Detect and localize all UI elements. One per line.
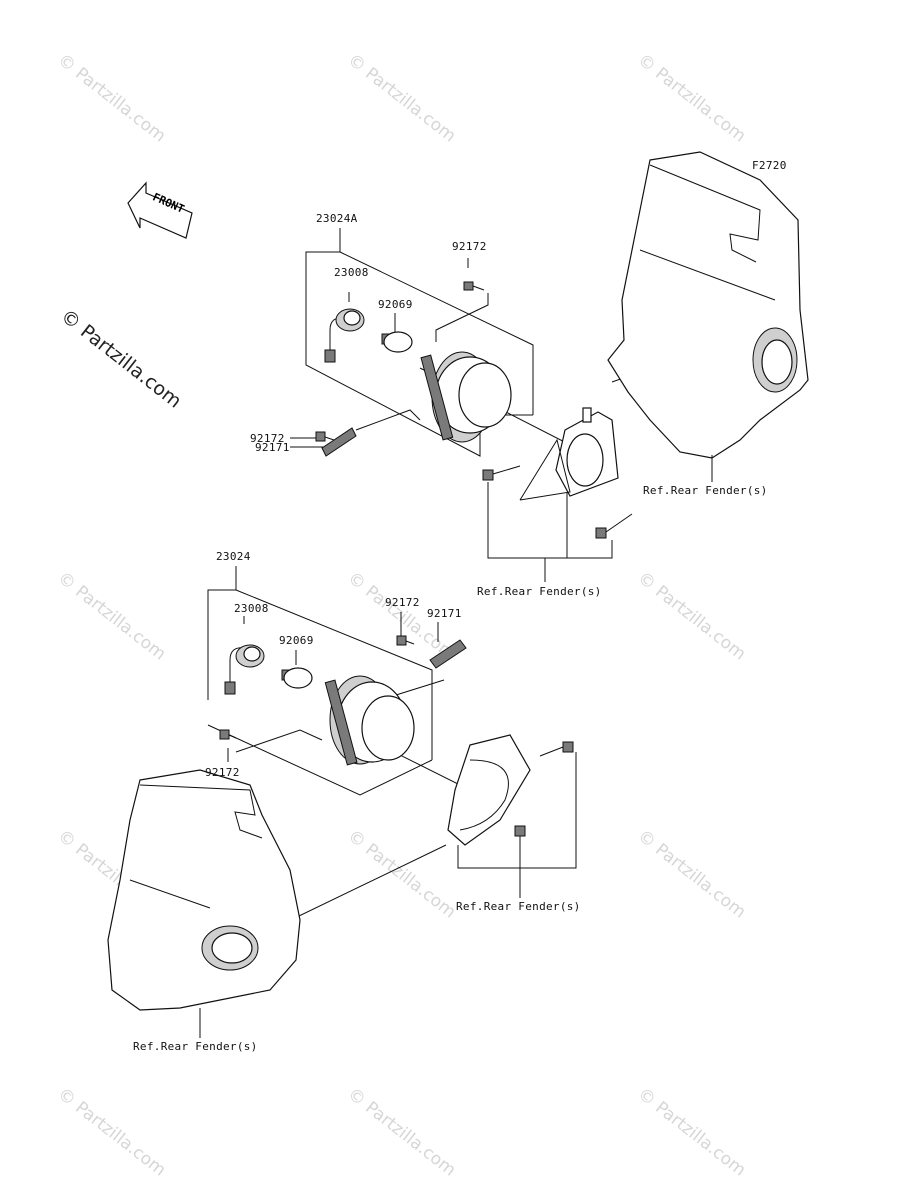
label-upper-plate: 92171 <box>255 441 290 454</box>
upper-callout-frame <box>290 228 761 457</box>
lower-lamp-housing <box>324 675 415 766</box>
diagram-code: F2720 <box>752 159 787 172</box>
lower-mount-bracket <box>447 734 577 898</box>
label-lower-ref-fender-bottom: Ref.Rear Fender(s) <box>133 1040 258 1053</box>
lower-screw-top <box>396 635 415 646</box>
label-lower-ref-fender-mid: Ref.Rear Fender(s) <box>456 900 581 913</box>
upper-mount-bracket <box>482 407 633 582</box>
upper-lamp-housing <box>420 351 512 443</box>
upper-socket-23008 <box>324 308 365 363</box>
label-upper-bulb: 92069 <box>378 298 413 311</box>
label-upper-ref-fender-right: Ref.Rear Fender(s) <box>643 484 768 497</box>
upper-screw-left <box>315 431 335 442</box>
front-arrow-icon: FRONT <box>127 181 193 239</box>
upper-bulb-92069 <box>381 331 413 353</box>
label-lower-socket: 23008 <box>234 602 269 615</box>
upper-rear-fender <box>607 151 809 482</box>
label-lower-screw-bottom: 92172 <box>205 766 240 779</box>
lower-screw-bottom <box>219 729 237 740</box>
label-lower-bulb: 92069 <box>279 634 314 647</box>
label-lower-assembly: 23024 <box>216 550 251 563</box>
label-upper-socket: 23008 <box>334 266 369 279</box>
lower-rear-fender <box>107 769 301 1038</box>
label-upper-screw-left: 92172 <box>250 432 285 445</box>
upper-plate-92171 <box>321 427 357 457</box>
label-upper-ref-fender-bottom: Ref.Rear Fender(s) <box>477 585 602 598</box>
lower-socket-23008 <box>224 644 265 695</box>
lower-bulb-92069 <box>281 667 313 689</box>
label-lower-plate: 92171 <box>427 607 462 620</box>
label-upper-assembly: 23024A <box>316 212 358 225</box>
label-upper-screw-top: 92172 <box>452 240 487 253</box>
label-lower-screw-top: 92172 <box>385 596 420 609</box>
upper-screw-top <box>463 281 485 291</box>
lower-plate-92171 <box>429 639 467 669</box>
